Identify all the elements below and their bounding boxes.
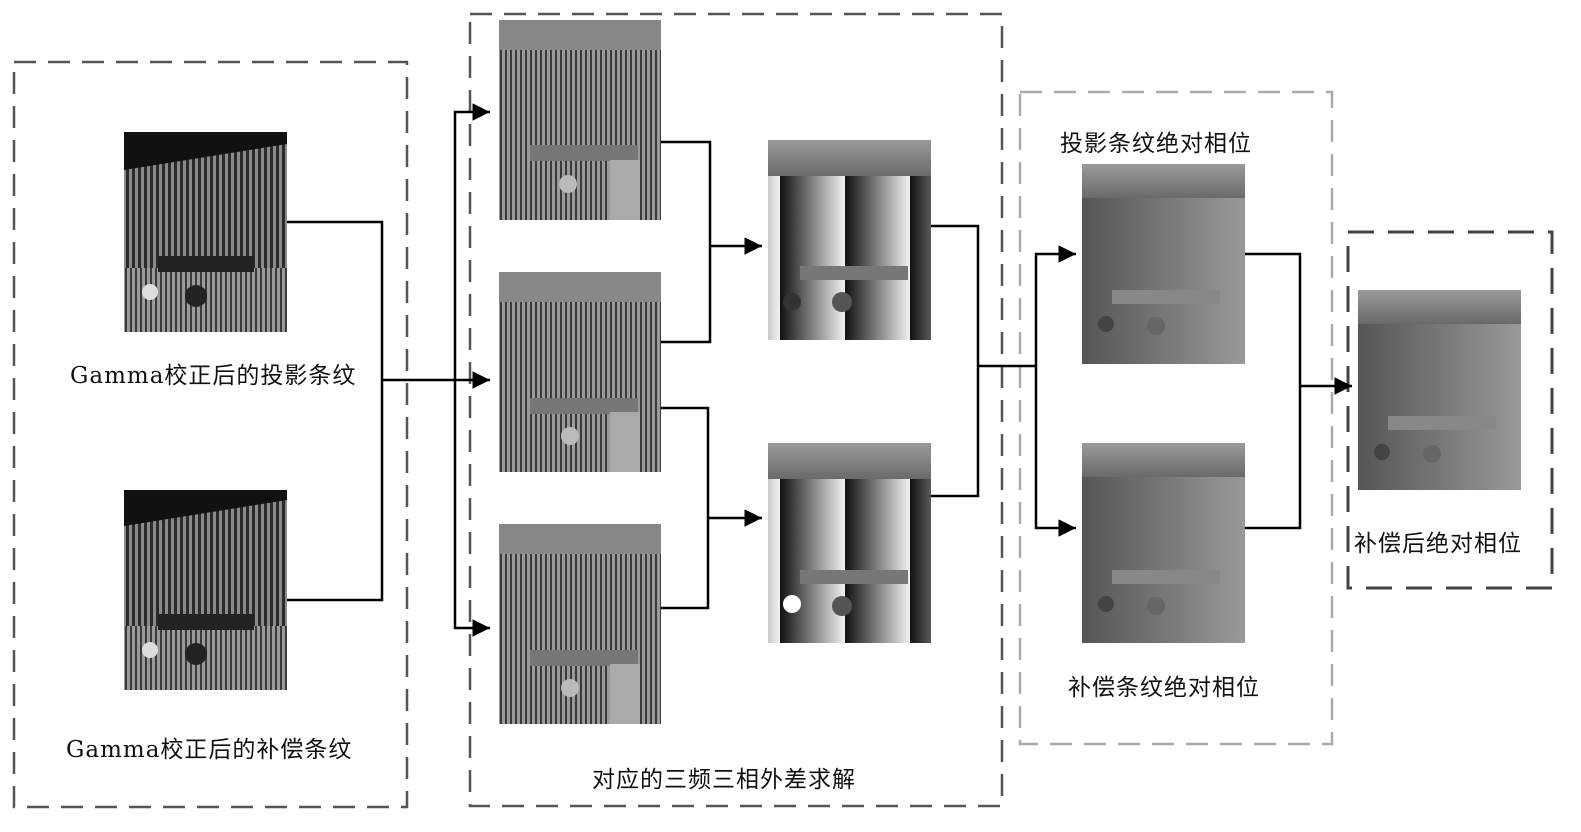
label-compensated-abs-phase: 补偿后绝对相位 — [1354, 524, 1522, 558]
image-heterodyne-1 — [768, 140, 931, 340]
label-comp-abs-phase: 补偿条纹绝对相位 — [1068, 668, 1260, 702]
image-heterodyne-2 — [768, 443, 931, 643]
label-gamma-projected: Gamma校正后的投影条纹 — [70, 356, 356, 390]
image-wrapped-phase-1 — [499, 20, 661, 220]
image-wrapped-phase-2 — [499, 272, 661, 472]
image-gamma-compensated — [124, 490, 287, 690]
image-comp-abs-phase — [1082, 443, 1245, 643]
label-three-freq: 对应的三频三相外差求解 — [592, 760, 856, 794]
image-compensated-abs-phase — [1358, 290, 1521, 490]
image-wrapped-phase-3 — [499, 524, 661, 724]
label-proj-abs-phase: 投影条纹绝对相位 — [1060, 124, 1252, 158]
image-proj-abs-phase — [1082, 164, 1245, 364]
label-gamma-compensated: Gamma校正后的补偿条纹 — [66, 730, 352, 764]
image-gamma-projected — [124, 132, 287, 332]
